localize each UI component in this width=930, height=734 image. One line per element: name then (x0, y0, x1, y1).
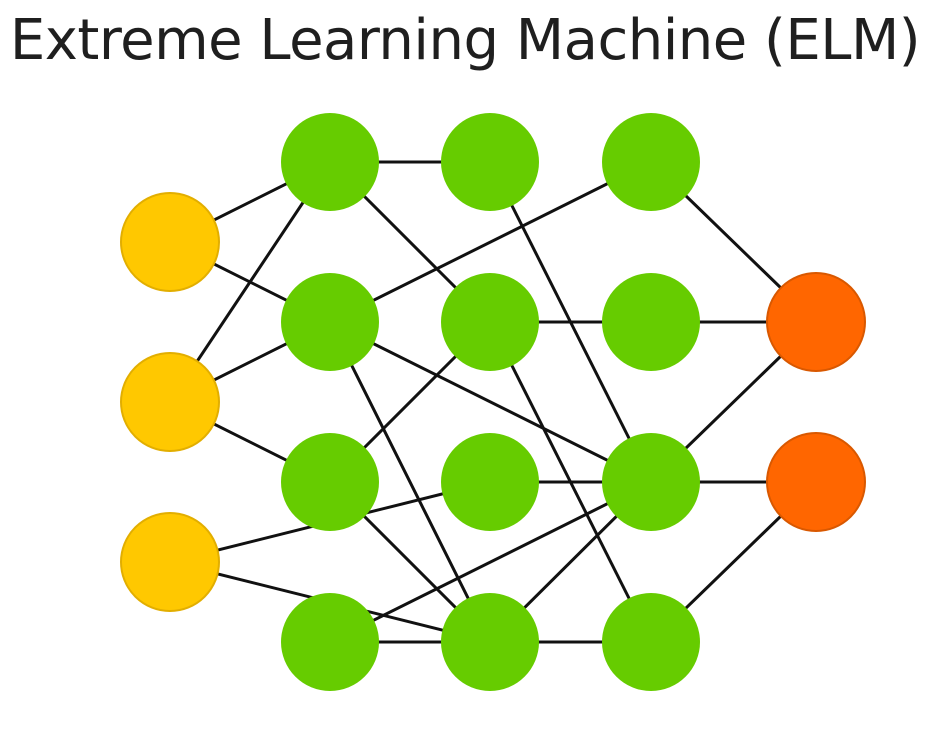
input-node-i2 (120, 352, 220, 452)
hidden-node-c1 (602, 113, 700, 211)
hidden-node-c2 (602, 273, 700, 371)
output-node-o2 (766, 432, 866, 532)
hidden-node-c4 (602, 593, 700, 691)
input-node-i1 (120, 192, 220, 292)
diagram-title: Extreme Learning Machine (ELM) (9, 8, 921, 73)
edge-a2-b4 (328, 321, 492, 643)
hidden-node-b3 (441, 433, 539, 531)
hidden-node-a4 (281, 593, 379, 691)
hidden-node-a3 (281, 433, 379, 531)
node-group (120, 113, 866, 691)
edge-a4-c3 (329, 480, 652, 644)
hidden-node-b4 (441, 593, 539, 691)
hidden-node-c3 (602, 433, 700, 531)
hidden-node-a1 (281, 113, 379, 211)
output-node-o1 (766, 272, 866, 372)
edge-a2-c3 (329, 320, 652, 484)
edge-a2-c1 (329, 160, 652, 324)
hidden-node-b2 (441, 273, 539, 371)
edge-group (168, 160, 818, 644)
hidden-node-a2 (281, 273, 379, 371)
input-node-i3 (120, 512, 220, 612)
hidden-node-b1 (441, 113, 539, 211)
